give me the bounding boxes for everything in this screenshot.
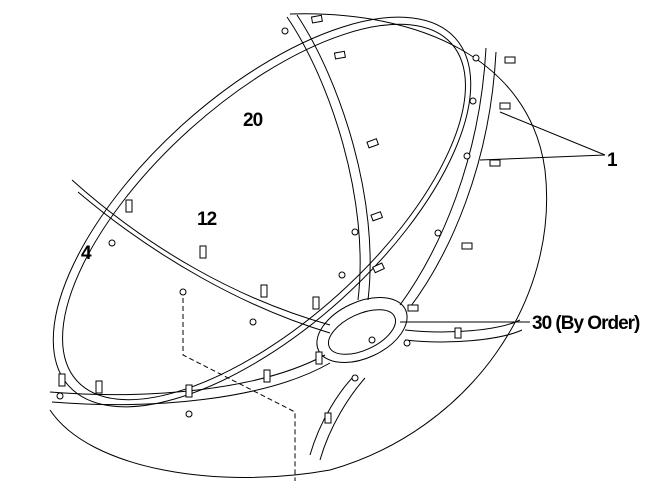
label-part-12: 12 [197, 209, 217, 230]
label-part-20: 20 [243, 110, 263, 131]
dish-rim-outer [52, 16, 472, 408]
label-part-4: 4 [81, 243, 92, 264]
label-part-30: 30 (By Order) [532, 313, 640, 334]
dish-ribs [49, 14, 523, 461]
hub-ring [316, 297, 408, 363]
dish-shell-outline [49, 13, 547, 478]
bolts [56, 14, 516, 424]
label-part-1: 1 [607, 150, 618, 171]
hub-inner [327, 309, 397, 355]
dish-rim-inner [62, 23, 466, 401]
leader-lines [182, 111, 606, 481]
